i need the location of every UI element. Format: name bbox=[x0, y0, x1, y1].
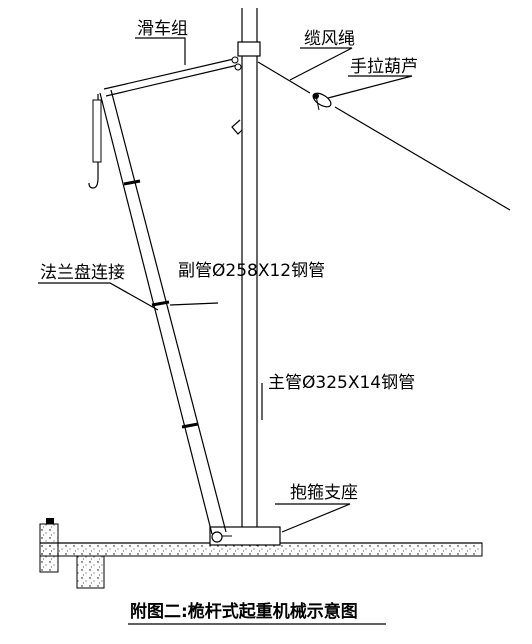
label-chain-hoist: 手拉葫芦 bbox=[350, 57, 418, 77]
leader-lines bbox=[38, 37, 413, 533]
label-pulley-group: 滑车组 bbox=[137, 19, 188, 39]
flange-joint bbox=[123, 179, 199, 429]
label-sub-pipe: 副管Ø258X12钢管 bbox=[178, 261, 325, 281]
pulley-group-rope bbox=[103, 56, 242, 97]
label-flange-connection: 法兰盘连接 bbox=[40, 263, 125, 283]
main-mast-pipe bbox=[231, 8, 261, 546]
hoop-support bbox=[209, 526, 281, 546]
label-guy-rope: 缆风绳 bbox=[304, 29, 355, 49]
label-hoop-support: 抱箍支座 bbox=[290, 483, 358, 503]
ground-foundation bbox=[39, 518, 483, 589]
chain-hoist bbox=[312, 92, 332, 111]
caption: 附图二:桅杆式起重机械示意图 bbox=[130, 601, 358, 622]
guy-rope bbox=[257, 61, 511, 211]
label-main-pipe: 主管Ø325X14钢管 bbox=[268, 373, 415, 393]
inclined-boom bbox=[99, 89, 227, 535]
hoist-hook bbox=[88, 94, 102, 189]
